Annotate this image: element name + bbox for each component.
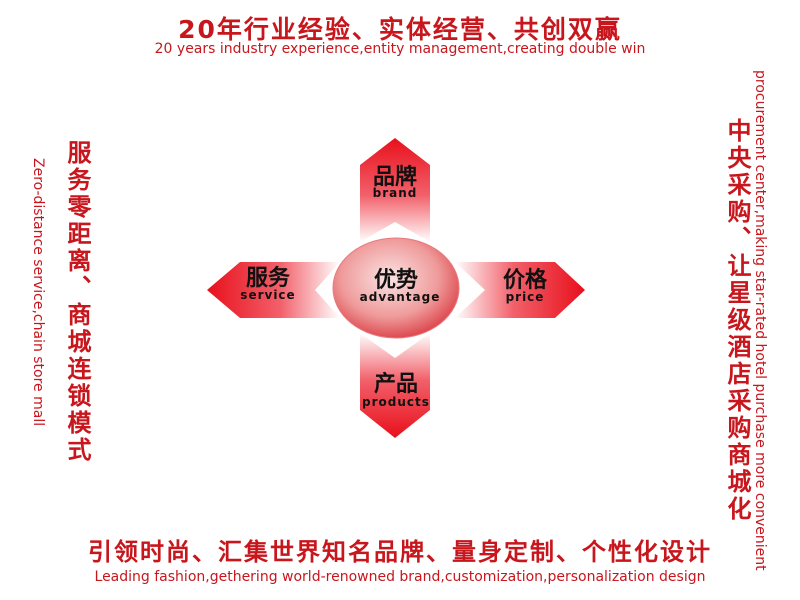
bottom-label-cn: 产品: [374, 372, 418, 397]
center-ellipse: [332, 237, 460, 339]
left-label-cn: 服务: [246, 266, 291, 291]
arrow-right: [455, 262, 585, 318]
header-title-en: 20 years industry experience,entity mana…: [154, 41, 646, 57]
right-text-cn: 中央采购、让星级酒店采购商城化: [723, 118, 751, 523]
right-label-en: price: [506, 290, 545, 304]
arrow-left: [207, 262, 340, 318]
right-text-en: procurement center,making star-rated hot…: [752, 70, 768, 571]
top-label-cn: 品牌: [373, 164, 417, 190]
footer-text-en: Leading fashion,gethering world-renowned…: [94, 569, 706, 585]
arrow-bottom: [360, 333, 430, 438]
left-label-en: service: [240, 288, 295, 302]
center-label-cn: 优势: [374, 267, 418, 293]
bottom-label-en: products: [362, 395, 430, 409]
footer-text-cn: 引领时尚、汇集世界知名品牌、量身定制、个性化设计: [88, 538, 712, 566]
top-label-en: brand: [373, 186, 418, 200]
left-text-en: Zero-distance service,chain store mall: [30, 158, 46, 427]
header-title-cn: 20年行业经验、实体经营、共创双赢: [178, 15, 622, 44]
right-label-cn: 价格: [503, 267, 548, 293]
arrow-top: [360, 138, 430, 242]
left-text-cn: 服务零距离、商城连锁模式: [63, 140, 91, 464]
center-label-en: advantage: [360, 290, 441, 304]
